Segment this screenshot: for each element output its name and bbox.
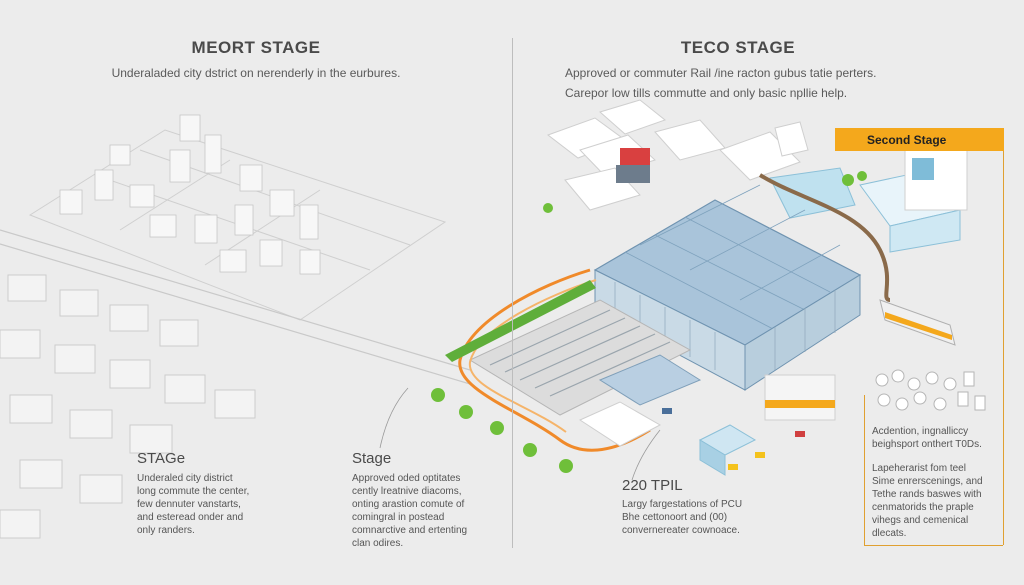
middle-caption: Approved oded optitates cently lreatnive… — [352, 473, 468, 549]
orange-rail-inner — [468, 279, 597, 433]
red-booth — [620, 148, 650, 168]
middle-caption-title: Stage — [352, 450, 392, 467]
small-building — [616, 165, 650, 183]
side-caption-1: Acdention, ingnalliccy beighsport onther… — [872, 426, 982, 450]
side-bracket-right — [1002, 150, 1004, 545]
orange-rail — [458, 268, 651, 452]
info-cards — [546, 99, 809, 211]
bus-terminal — [698, 374, 836, 476]
section-divider — [512, 38, 513, 548]
city-buildings — [59, 114, 321, 275]
left-caption: Underaled city district long commute the… — [137, 473, 250, 536]
suburb-houses — [0, 274, 256, 539]
side-bracket-bottom — [864, 545, 1003, 546]
plaza-block — [578, 401, 662, 447]
side-caption-2: Lapeherarist fom teel Sime enrerscenings… — [872, 463, 983, 539]
road — [0, 229, 471, 385]
second-stage-badge: Second Stage — [835, 128, 1004, 151]
right-caption-title: 220 TPIL — [622, 477, 683, 494]
pointer-arrows — [379, 387, 661, 481]
right-caption: Largy fargestations of PCU Bhe cettonoor… — [622, 499, 743, 536]
left-stage-title: MEORT STAGE — [191, 38, 321, 57]
walkway — [769, 167, 856, 219]
left-stage-subtitle: Underaladed city dstrict on nerenderly i… — [111, 66, 401, 80]
right-stage-subtitle-2: Carepor low tills commutte and only basi… — [565, 86, 848, 100]
trees — [431, 171, 867, 473]
second-stage-kiosk — [859, 149, 968, 253]
station-building — [593, 184, 862, 391]
vehicles — [662, 408, 805, 470]
side-bracket-left — [864, 395, 869, 546]
platform-tracks — [468, 299, 702, 416]
icon-cluster — [875, 369, 986, 411]
train — [879, 299, 956, 346]
left-caption-title: STAGe — [137, 450, 186, 467]
right-stage-title: TECO STAGE — [680, 38, 796, 57]
green-strip — [445, 280, 596, 362]
right-stage-subtitle-1: Approved or commuter Rail /ine racton gu… — [565, 66, 877, 80]
rail-curve — [758, 173, 891, 302]
